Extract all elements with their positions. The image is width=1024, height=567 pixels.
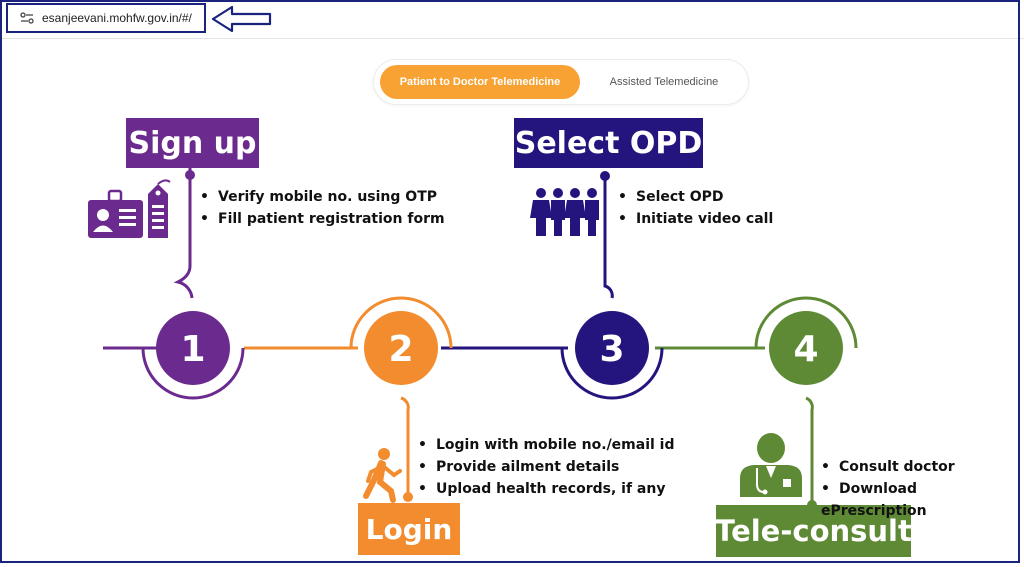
step-3-title: Select OPD: [514, 118, 703, 168]
step-1-connector: [173, 178, 194, 299]
list-item: Verify mobile no. using OTP: [200, 186, 445, 208]
list-item: Initiate video call: [618, 208, 773, 230]
people-group-icon: [530, 188, 599, 236]
url-text: esanjeevani.mohfw.gov.in/#/: [42, 11, 192, 25]
step-1-dot: [185, 170, 195, 180]
step-2-dot: [403, 492, 413, 502]
step-4-circle: [769, 311, 843, 385]
site-settings-icon[interactable]: [20, 12, 34, 24]
browser-address-bar: esanjeevani.mohfw.gov.in/#/: [0, 0, 1024, 39]
id-card-icon: [88, 179, 171, 238]
step-2-circle: [364, 311, 438, 385]
step-1-arc: [141, 347, 245, 400]
step-3-circle: [575, 311, 649, 385]
list-item: Provide ailment details: [418, 456, 675, 478]
step-2-bullets: Login with mobile no./email id Provide a…: [418, 434, 675, 500]
step-2-number: 2: [388, 329, 413, 370]
tab-assisted-telemedicine[interactable]: Assisted Telemedicine: [609, 76, 719, 88]
doctor-icon: [740, 433, 802, 497]
step-1-bullets: Verify mobile no. using OTP Fill patient…: [200, 186, 445, 230]
step-3-dot: [600, 171, 610, 181]
url-field[interactable]: esanjeevani.mohfw.gov.in/#/: [6, 3, 206, 33]
list-item: Download ePrescription: [821, 478, 1024, 519]
list-item: Consult doctor: [821, 456, 1024, 478]
walking-person-icon: [363, 448, 402, 503]
tab-patient-to-doctor[interactable]: Patient to Doctor Telemedicine: [380, 65, 580, 99]
step-4-arc: [754, 296, 858, 349]
step-4-connector: [805, 396, 814, 508]
step-1-title: Sign up: [126, 118, 259, 168]
step-1-number: 1: [180, 329, 205, 370]
step-3-bullets: Select OPD Initiate video call: [618, 186, 773, 230]
list-item: Fill patient registration form: [200, 208, 445, 230]
step-2-connector: [400, 396, 410, 500]
step-3-connector: [603, 175, 614, 299]
list-item: Upload health records, if any: [418, 478, 675, 500]
step-2-title: Login: [358, 503, 460, 555]
step-3-number: 3: [599, 329, 624, 370]
step-4-bullets: Consult doctor Download ePrescription: [821, 456, 1024, 519]
telemedicine-mode-toggle: Patient to Doctor Telemedicine Assisted …: [373, 59, 749, 105]
list-item: Login with mobile no./email id: [418, 434, 675, 456]
left-arrow-icon: [211, 5, 272, 33]
step-3-arc: [560, 347, 664, 400]
list-item: Select OPD: [618, 186, 773, 208]
step-4-number: 4: [793, 329, 818, 370]
step-2-arc: [349, 296, 453, 349]
step-1-circle: [156, 311, 230, 385]
